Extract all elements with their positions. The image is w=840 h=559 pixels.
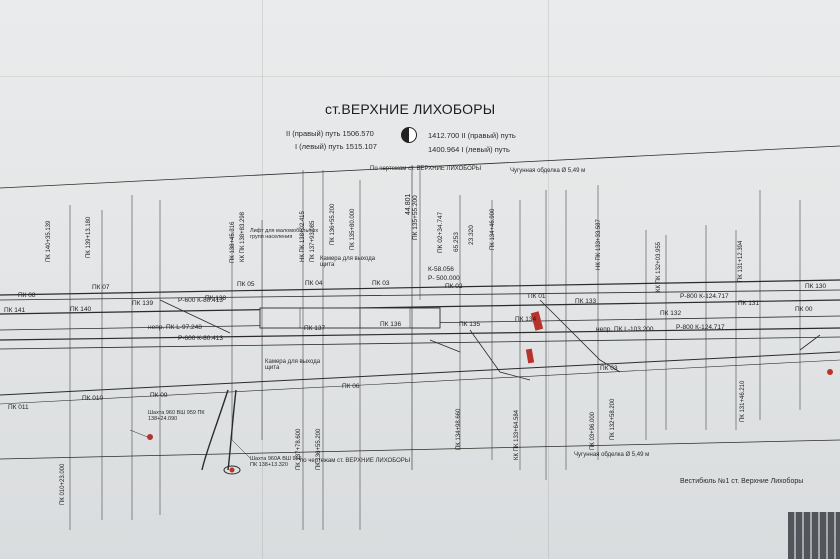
picket-label: ПК 04 — [305, 280, 323, 287]
picket-label: ПК 135 — [459, 321, 481, 328]
tube-note-top: Чугунная обделка Ø 5,49 м — [510, 168, 586, 174]
vertical-chainage: КК ПК 133+64.584 — [514, 410, 520, 460]
north-arrow-icon — [401, 127, 417, 143]
vertical-chainage: КК ПК 132+03.955 — [656, 242, 662, 292]
camera-label-bottom: Камера для выхода щита — [265, 359, 321, 371]
curve-label: К-58.056 — [428, 266, 454, 273]
picket-label: ПК 134 — [515, 316, 537, 323]
paper-fold — [262, 0, 263, 559]
red-shaft-marker — [525, 348, 535, 364]
distance-right-1: 1412.700 II (правый) путь — [428, 131, 516, 140]
dimension-label: 65.253 — [453, 232, 460, 252]
title-block-corner — [788, 512, 840, 559]
vertical-chainage: ПК 140+35.139 — [46, 220, 52, 262]
vertical-chainage: ПК 134+46.900 — [490, 208, 496, 250]
vertical-chainage: ПК 132+58.200 — [610, 398, 616, 440]
picket-label: ПК 133 — [575, 298, 597, 305]
picket-label: ПК 130 — [805, 283, 827, 290]
vertical-chainage: ПК 136+55.200 — [330, 203, 336, 245]
vertical-chainage: ПК 136+55.200 — [316, 428, 322, 470]
picket-label: ПК 05 — [237, 281, 255, 288]
vertical-chainage: ПК 137+93.085 — [310, 220, 316, 262]
distance-right-2: 1400.964 I (левый) путь — [428, 145, 510, 154]
shaft-960a-label: Шахта 960А ВШ 956 ПК 138+13.320 — [250, 456, 302, 468]
curve-label: Р- 500.000 — [428, 275, 460, 282]
picket-label: ПК 06 — [342, 383, 360, 390]
picket-label: ПК 011 — [8, 404, 29, 411]
vertical-chainage: ПК 139+13.180 — [86, 216, 92, 258]
picket-label: ПК 01 — [528, 293, 546, 300]
drawing-ref-bottom: по чертежам ст. ВЕРХНИЕ ЛИХОБОРЫ — [300, 458, 411, 464]
picket-label: ПК 136 — [380, 321, 402, 328]
picket-label: ПК 137 — [304, 325, 326, 332]
curve-label: непр. ПК L-97.248 — [148, 324, 202, 331]
picket-label: ПК 010 — [82, 395, 104, 402]
red-point-marker — [827, 369, 833, 375]
track-line-3 — [0, 299, 840, 315]
vestibule-label: Вестибюль №1 ст. Верхние Лихоборы — [680, 478, 804, 485]
red-point-marker — [229, 467, 235, 473]
distance-left-2: I (левый) путь 1515.107 — [295, 142, 377, 151]
paper-fold — [0, 76, 840, 77]
vertical-chainage: ПК 135+80.000 — [350, 208, 356, 250]
tube-bottom-line — [0, 439, 840, 460]
vertical-chainage: ПК 131+46.210 — [740, 380, 746, 422]
curve-label: непр. ПК L-103.200 — [596, 326, 654, 333]
picket-label: ПК 140 — [70, 306, 92, 313]
vertical-chainage: НК ПК 133+33.587 — [596, 219, 602, 270]
vertical-chainage: ПК 131+12.394 — [738, 240, 744, 282]
distance-left-1: II (правый) путь 1506.570 — [286, 129, 374, 138]
lower-track-2 — [0, 359, 840, 405]
picket-label: ПК 00 — [795, 306, 813, 313]
picket-label: ПК 138 — [205, 295, 227, 302]
paper-fold — [548, 0, 549, 559]
track-line-5 — [0, 327, 840, 341]
picket-label: ПК 139 — [132, 300, 154, 307]
tube-note-bottom: Чугунная обделка Ø 5,49 м — [574, 452, 650, 458]
picket-label: ПК 02 — [445, 283, 463, 290]
picket-label: ПК 07 — [92, 284, 110, 291]
dimension-label: 23.320 — [468, 225, 475, 245]
vertical-chainage: ПК 010+23.000 — [60, 463, 66, 505]
picket-label: ПК 08 — [18, 292, 36, 299]
lower-track-1 — [0, 351, 840, 396]
vertical-chainage: НК ПК 138+02.415 — [300, 211, 306, 262]
vertical-chainage: ПК 03+96.000 — [590, 411, 596, 450]
vertical-chainage: ПК 134+98.660 — [456, 408, 462, 450]
shaft-960-label: Шахта 960 ВШ 959 ПК 138+24.090 — [148, 410, 205, 422]
drawing-ref-top: По чертежам ст. ВЕРХНИЕ ЛИХОБОРЫ — [370, 166, 482, 172]
vertical-chainage: ПК 138+45.316 — [230, 221, 236, 263]
picket-label: ПК 03 — [372, 280, 390, 287]
picket-label: ПК 03 — [600, 365, 618, 372]
red-point-marker — [147, 434, 153, 440]
vertical-chainage: ПК 137+78.600 — [296, 428, 302, 470]
dimension-label: ПК 02+34.747 — [437, 211, 444, 253]
curve-label: Р-800 К-124.717 — [680, 293, 729, 300]
picket-label: ПК 132 — [660, 310, 682, 317]
curve-label: Р-800 К-124.717 — [676, 324, 725, 331]
picket-label: ПК 141 — [4, 307, 26, 314]
lift-label: Лифт для маломобильных групп населения — [250, 228, 319, 240]
station-title: ст.ВЕРХНИЕ ЛИХОБОРЫ — [325, 101, 496, 117]
curve-label: Р-600 К-80.413 — [178, 335, 223, 342]
platform — [259, 307, 441, 329]
camera-label-top: Камера для выхода щита — [320, 256, 376, 268]
red-markers — [147, 311, 833, 473]
vertical-chainage: КК ПК 138+83.298 — [240, 212, 246, 262]
dimension-label: 44.801 — [405, 193, 412, 215]
picket-label: ПК 09 — [150, 392, 168, 399]
picket-label: ПК 131 — [738, 300, 760, 307]
red-shaft-marker — [530, 311, 544, 331]
track-line-6 — [0, 336, 840, 350]
curve-label: Р-600 К-80.413 — [178, 297, 223, 304]
dimension-label: ПК 135+55.200 — [412, 195, 419, 240]
